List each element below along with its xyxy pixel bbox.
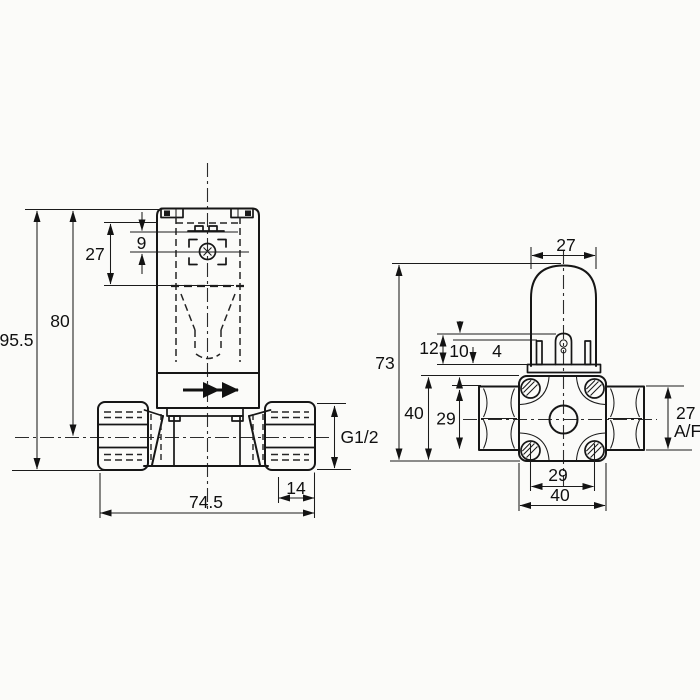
dim-front-height-to-axis: 80 [50, 311, 70, 331]
dim-front-pin-offset: 9 [137, 233, 147, 253]
coil-base-step [166, 407, 244, 422]
side-view: 27 73 12 10 4 40 29 [375, 235, 700, 511]
flow-direction-arrow-icon [183, 382, 239, 398]
front-view: 95.5 80 27 9 G1/2 14 [0, 163, 378, 518]
dim-side-flange-width: 40 [550, 485, 570, 505]
dim-side-flange-height: 40 [404, 403, 424, 423]
valve-flange-side [518, 375, 607, 462]
dim-front-overall-height: 95.5 [0, 330, 34, 350]
connector-pin-right [584, 340, 592, 366]
coil-tab-right [230, 207, 254, 219]
dim-side-screw-spacing-v: 29 [436, 409, 455, 429]
dim-front-connector-window: 27 [85, 244, 104, 264]
dim-side-screw-spacing-h: 29 [548, 465, 567, 485]
flange-screw-top-left [520, 378, 541, 399]
dim-front-nut-width: 14 [286, 478, 306, 498]
side-centerlines [463, 250, 657, 487]
dim-side-terminal-height: 12 [419, 338, 438, 358]
hex-nut-left-front [97, 401, 149, 471]
hex-nut-right-side [605, 385, 645, 451]
hex-nut-right-front [264, 401, 316, 471]
dim-front-overall-width: 74.5 [189, 492, 223, 512]
port-bore-hole [548, 404, 579, 435]
coil-front [156, 207, 260, 409]
side-dimensions: 27 73 12 10 4 40 29 [375, 235, 700, 511]
flange-screw-top-right [584, 378, 605, 399]
dim-front-port-thread: G1/2 [341, 427, 379, 447]
connector-earth-terminal [554, 332, 573, 366]
dim-side-hex-af-value: 27 [676, 403, 695, 423]
coil-tab-right-slot [245, 210, 251, 216]
dim-side-plate-offset: 4 [492, 341, 502, 361]
dim-side-coil-width: 27 [556, 235, 575, 255]
connector-plate-side [526, 332, 602, 374]
dim-side-overall-height: 73 [375, 353, 394, 373]
coil-internals-hidden [171, 217, 245, 362]
coil-tab-left-slot [164, 210, 170, 216]
dim-side-pin-height: 10 [449, 341, 469, 361]
coil-dome-side [530, 264, 597, 367]
dim-side-hex-af-label: A/F [674, 421, 700, 441]
coil-tab-left [160, 207, 184, 219]
hex-nut-left-side [478, 385, 520, 451]
front-dimensions: 95.5 80 27 9 G1/2 14 [0, 208, 379, 518]
connector-pin-left [535, 340, 543, 366]
